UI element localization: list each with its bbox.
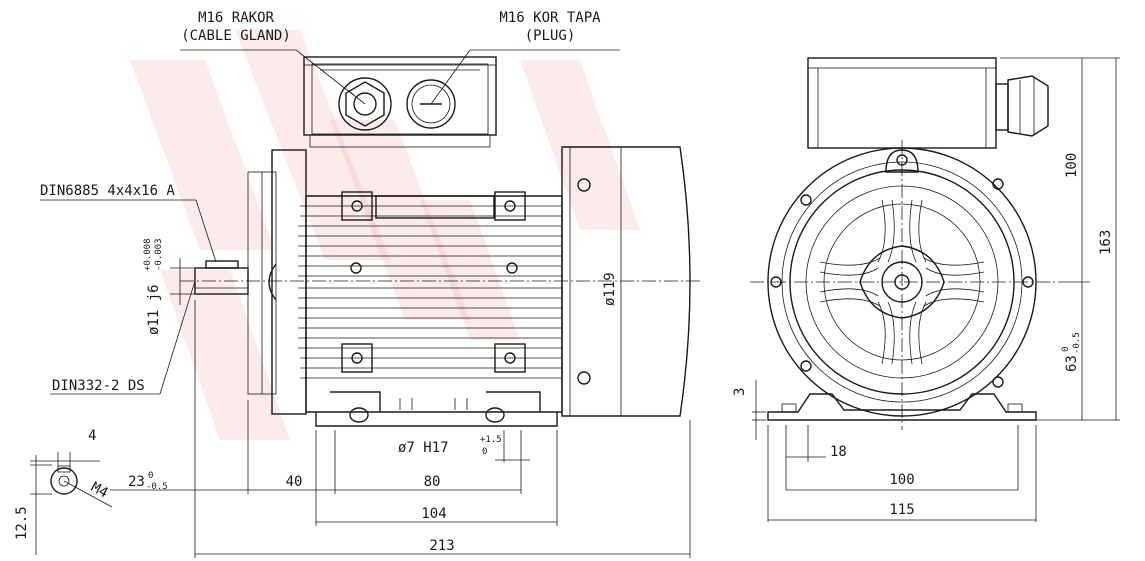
cable-gland-label-en: (CABLE GLAND) bbox=[181, 28, 291, 44]
plug bbox=[406, 79, 456, 129]
side-view bbox=[180, 56, 700, 427]
shaft-length-tol-lower: -0.5 bbox=[146, 482, 168, 492]
dim-18: 18 bbox=[830, 444, 847, 460]
shaft-height-tol-lower: -0.5 bbox=[1072, 332, 1082, 354]
thread-label: M4 bbox=[88, 479, 110, 501]
key-label: DIN6885 4x4x16 A bbox=[40, 183, 175, 199]
front-view bbox=[750, 57, 1060, 430]
hole-label: ø7 H17 bbox=[398, 440, 449, 456]
center-hole-label: DIN332-2 DS bbox=[52, 378, 145, 394]
key-width: 4 bbox=[88, 428, 96, 444]
fan-diameter-label: ø119 bbox=[602, 272, 618, 306]
dim-100: 100 bbox=[889, 472, 914, 488]
hole-tol-lower: 0 bbox=[482, 447, 487, 457]
shaft-height-tol-upper: 0 bbox=[1061, 347, 1071, 352]
shaft-length: 23 bbox=[128, 474, 145, 490]
plug-label: M16 KOR TAPA bbox=[499, 10, 601, 26]
shaft-tol-lower: -0.003 bbox=[154, 238, 164, 271]
dim-115: 115 bbox=[889, 502, 914, 518]
svg-text:63: 63 bbox=[1064, 355, 1080, 372]
svg-text:ø11 j6: ø11 j6 bbox=[146, 284, 162, 335]
cable-gland-label: M16 RAKOR bbox=[198, 10, 274, 26]
dim-104: 104 bbox=[421, 506, 446, 522]
plug-label-en: (PLUG) bbox=[525, 28, 576, 44]
hole-tol-upper: +1.5 bbox=[480, 435, 502, 445]
dim-100-vertical: 100 bbox=[1064, 153, 1080, 178]
shaft-length-tol-upper: 0 bbox=[148, 471, 153, 481]
cable-gland-front bbox=[995, 75, 1049, 137]
dimension-lines bbox=[30, 57, 1120, 558]
height-label: 12.5 bbox=[14, 506, 30, 540]
dim-40: 40 bbox=[286, 474, 303, 490]
foot-thickness: 3 bbox=[732, 388, 748, 396]
shaft-tol-upper: +0.008 bbox=[143, 238, 153, 271]
shaft-diameter-label: ø11 j6 +0.008 -0.003 bbox=[143, 238, 164, 335]
shaft-height-label: 63 0 -0.5 bbox=[1061, 332, 1082, 372]
dim-163: 163 bbox=[1098, 230, 1114, 255]
dim-80: 80 bbox=[424, 474, 441, 490]
callout-leaders bbox=[40, 49, 620, 395]
watermark-logo bbox=[130, 30, 640, 440]
fan-cover bbox=[561, 146, 691, 417]
dim-213: 213 bbox=[429, 538, 454, 554]
labels: M16 RAKOR (CABLE GLAND) M16 KOR TAPA (PL… bbox=[14, 10, 1114, 554]
